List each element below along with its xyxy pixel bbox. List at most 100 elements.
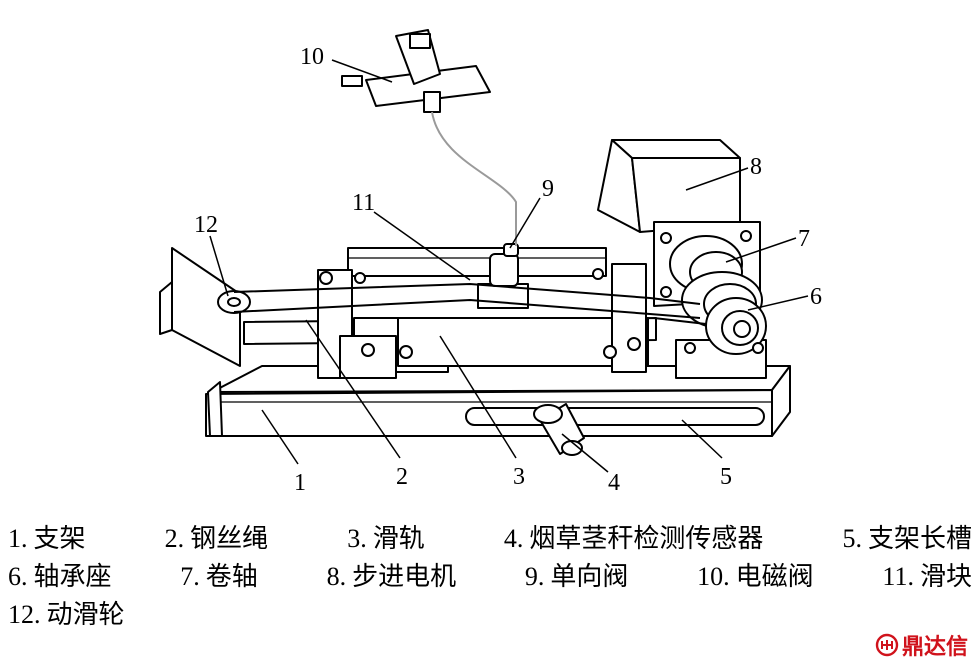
legend-item: 9.单向阀 (525, 558, 629, 596)
legend-item: 2.钢丝绳 (165, 520, 269, 558)
bolt (592, 268, 604, 280)
left-plate-base (207, 381, 223, 437)
leader-9 (509, 197, 541, 249)
legend: 1.支架 2.钢丝绳 3.滑轨 4.烟草茎秆检测传感器 5.支架长槽 6.轴承座… (8, 520, 972, 634)
legend-item: 8.步进电机 (327, 558, 457, 596)
bolt (660, 232, 672, 244)
base-end (771, 365, 791, 437)
one-way-valve-cap (503, 243, 519, 257)
legend-num: 3. (347, 524, 367, 553)
callout-3: 3 (513, 464, 525, 490)
leader-7 (725, 237, 797, 263)
legend-text: 支架 (33, 524, 86, 554)
sensor-head (533, 404, 563, 424)
bolt (399, 345, 413, 359)
legend-line: 1.支架 2.钢丝绳 3.滑轨 4.烟草茎秆检测传感器 5.支架长槽 (8, 520, 972, 558)
solenoid-valve-port (341, 75, 363, 87)
legend-item: 12.动滑轮 (8, 596, 125, 634)
bolt (660, 286, 672, 298)
solenoid-valve-outlet (423, 91, 441, 113)
left-plate-side (159, 281, 173, 335)
leader-6 (747, 295, 809, 311)
leader-3 (439, 335, 517, 459)
legend-text: 烟草茎秆检测传感器 (529, 524, 764, 554)
legend-num: 1. (8, 524, 28, 553)
bolt (361, 343, 375, 357)
legend-num: 7. (180, 562, 200, 591)
stepper-motor-top (611, 139, 741, 159)
bolt (354, 272, 366, 284)
callout-7: 7 (798, 226, 810, 252)
callout-1: 1 (294, 470, 306, 496)
legend-text: 卷轴 (205, 562, 258, 592)
legend-item: 5.支架长槽 (842, 520, 972, 558)
movable-pulley-hub (227, 297, 241, 307)
leader-4 (561, 433, 609, 473)
watermark-text: 鼎达信 (901, 635, 968, 660)
legend-item: 11.滑块 (882, 558, 972, 596)
rail-block (397, 317, 649, 367)
leader-2 (305, 319, 401, 459)
callout-9: 9 (542, 176, 554, 202)
legend-item: 6.轴承座 (8, 558, 112, 596)
callout-2: 2 (396, 464, 408, 490)
legend-text: 动滑轮 (46, 600, 125, 630)
legend-text: 支架长槽 (867, 524, 972, 554)
bolt (603, 345, 617, 359)
support-slot (465, 407, 765, 426)
legend-num: 6. (8, 562, 28, 591)
legend-line: 6.轴承座 7.卷轴 8.步进电机 9.单向阀 10.电磁阀 11.滑块 (8, 558, 972, 596)
legend-num: 11. (882, 562, 914, 591)
callout-10: 10 (300, 44, 324, 70)
bolt (752, 342, 764, 354)
bolt (740, 230, 752, 242)
legend-item: 7.卷轴 (180, 558, 258, 596)
leader-1 (261, 409, 299, 465)
right-bracket (611, 263, 647, 373)
legend-text: 步进电机 (352, 562, 457, 592)
legend-item: 3.滑轨 (347, 520, 425, 558)
legend-item: 10.电磁阀 (697, 558, 814, 596)
one-way-valve (489, 253, 519, 287)
legend-text: 钢丝绳 (190, 524, 269, 554)
callout-5: 5 (720, 464, 732, 490)
bolt (684, 342, 696, 354)
bearing-seat-hole (733, 320, 751, 338)
leader-5 (681, 419, 723, 459)
stepper-motor-front (631, 157, 741, 233)
bolt (319, 271, 333, 285)
legend-text: 电磁阀 (735, 562, 814, 592)
legend-num: 12. (8, 600, 41, 629)
leader-8 (685, 167, 749, 191)
solenoid-valve-top (409, 33, 431, 49)
watermark: 鼎达信 (875, 630, 968, 660)
legend-num: 5. (842, 524, 862, 553)
legend-num: 8. (326, 562, 347, 591)
legend-text: 滑轨 (372, 524, 425, 554)
air-tube (431, 111, 517, 246)
legend-num: 4. (503, 524, 524, 553)
apparatus-diagram: 1 2 3 4 5 6 7 8 9 10 11 12 (159, 29, 822, 496)
sensor-tip (561, 440, 583, 456)
callout-8: 8 (750, 154, 762, 180)
legend-item: 4.烟草茎秆检测传感器 (504, 520, 764, 558)
leader-11 (373, 211, 471, 281)
steel-wire-rope (233, 282, 701, 305)
steel-wire-rope-return (233, 298, 701, 319)
legend-num: 10. (697, 562, 730, 591)
bolt (627, 337, 641, 351)
legend-item: 1.支架 (8, 520, 86, 558)
watermark-logo-icon (875, 633, 899, 657)
callout-12: 12 (194, 212, 218, 238)
motor-shaft (653, 317, 707, 325)
legend-num: 9. (524, 562, 545, 591)
legend-text: 单向阀 (550, 562, 629, 592)
callout-6: 6 (810, 284, 822, 310)
legend-text: 轴承座 (33, 562, 112, 592)
legend-num: 2. (164, 524, 185, 553)
legend-text: 滑块 (919, 562, 972, 592)
leader-12 (209, 235, 229, 297)
leader-10 (331, 59, 393, 83)
callout-4: 4 (608, 470, 620, 496)
callout-11: 11 (352, 190, 375, 216)
